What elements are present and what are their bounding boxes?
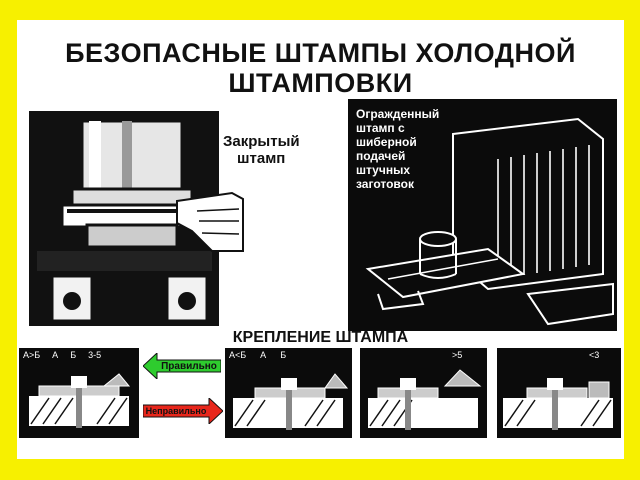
- incorrect-arrow: Неправильно: [143, 398, 223, 424]
- closed-die-label-line1: Закрытый: [223, 133, 300, 150]
- closed-die-illustration: [27, 101, 245, 326]
- mounting-diagram-incorrect-2: [360, 348, 487, 438]
- guarded-die-label: Огражденный штамп с шиберной подачей шту…: [356, 107, 466, 191]
- poster-title-line1: БЕЗОПАСНЫЕ ШТАМПЫ ХОЛОДНОЙ: [65, 38, 576, 68]
- mounting-diagram-incorrect-1: [225, 348, 352, 438]
- diagram2-labels: А<Б А Б: [229, 350, 345, 360]
- mounting-diagram-correct: [19, 348, 139, 438]
- guarded-die-label-line: шиберной: [356, 135, 417, 149]
- guarded-die-label-line: штучных: [356, 163, 410, 177]
- incorrect-arrow-label: Неправильно: [145, 406, 207, 416]
- mounting-diagram-incorrect-3: [497, 348, 621, 438]
- diagram2-b: Б: [280, 350, 287, 360]
- diagram3-gap: >5: [452, 350, 463, 360]
- closed-die-label: Закрытый штамп: [223, 133, 333, 167]
- guarded-die-label-line: подачей: [356, 149, 406, 163]
- diagram2-a: А: [260, 350, 267, 360]
- guarded-die-label-line: Огражденный: [356, 107, 440, 121]
- guarded-die-label-line: заготовок: [356, 177, 414, 191]
- correct-arrow-label: Правильно: [161, 360, 217, 372]
- diagram4-gap: <3: [589, 350, 600, 360]
- poster-content: БЕЗОПАСНЫЕ ШТАМПЫ ХОЛОДНОЙ ШТАМПОВКИ: [17, 20, 624, 459]
- diagram1-b: Б: [70, 350, 77, 360]
- guarded-die-label-line: штамп с: [356, 121, 405, 135]
- guarded-die-illustration: [348, 99, 617, 331]
- diagram1-a: А: [52, 350, 59, 360]
- poster-title-line2: ШТАМПОВКИ: [228, 68, 413, 98]
- diagram1-gap: 3-5: [88, 350, 102, 360]
- mounting-section-title: КРЕПЛЕНИЕ ШТАМПА: [232, 329, 409, 346]
- diagram1-labels: А>Б А Б 3-5: [23, 350, 139, 360]
- diagram1-a-vs-b: А>Б: [23, 350, 41, 360]
- correct-arrow: Правильно: [143, 353, 221, 379]
- closed-die-label-line2: штамп: [237, 150, 286, 167]
- diagram2-a-vs-b: А<Б: [229, 350, 247, 360]
